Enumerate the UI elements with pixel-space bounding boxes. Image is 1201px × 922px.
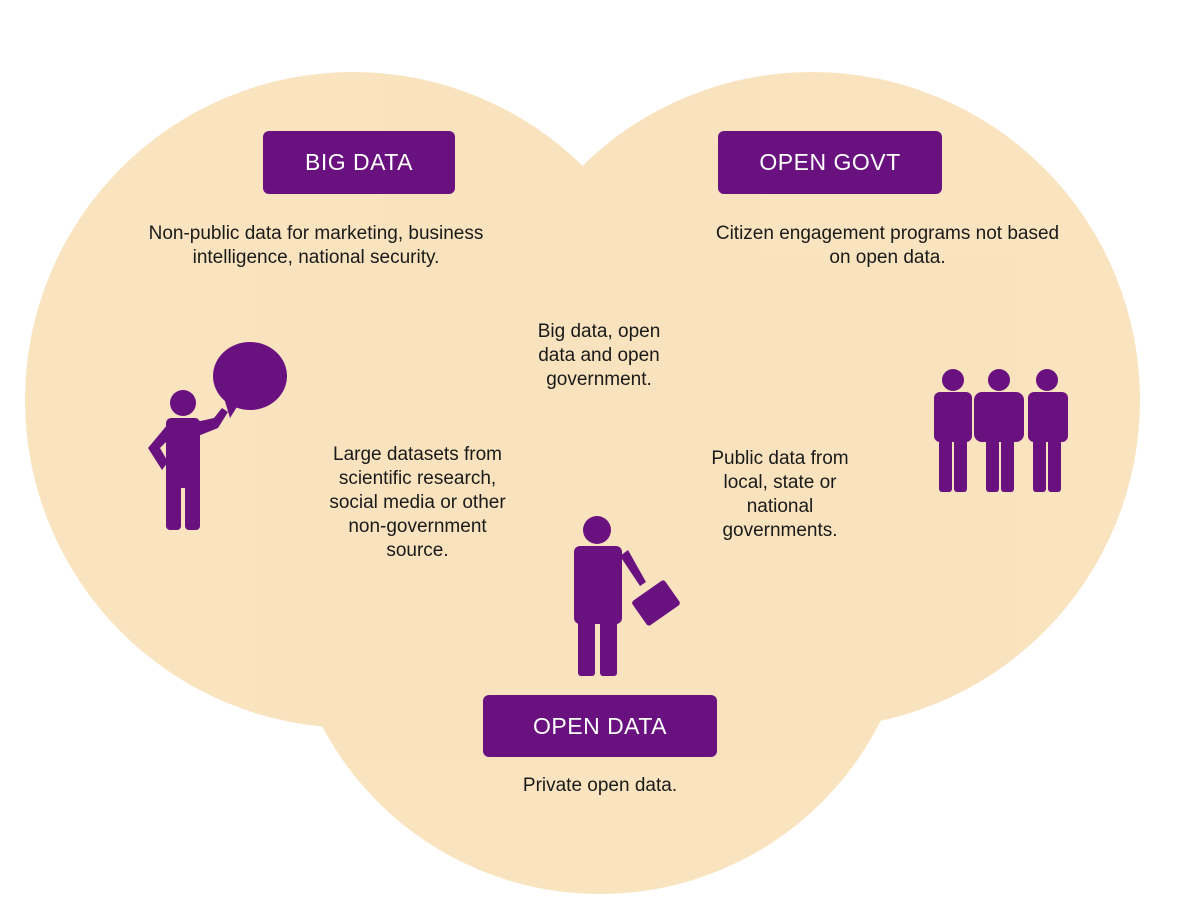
person-speech-bubble-icon xyxy=(148,342,287,530)
open-data-govt-intersection-text: Public data from local, state or nationa… xyxy=(711,448,849,541)
big-open-data-intersection-text: Large datasets from scientific research,… xyxy=(329,444,506,561)
open-data-label: OPEN DATA xyxy=(483,695,717,757)
open-govt-description: Citizen engagement programs not based on… xyxy=(715,223,1060,268)
big-data-description: Non-public data for marketing, business … xyxy=(148,223,484,268)
open-govt-label: OPEN GOVT xyxy=(718,131,942,194)
businessman-briefcase-icon xyxy=(574,516,680,676)
big-data-label: BIG DATA xyxy=(263,131,455,194)
open-data-description: Private open data. xyxy=(522,775,678,796)
center-intersection-text: Big data, open data and open government. xyxy=(537,321,661,390)
three-people-icon xyxy=(934,369,1068,492)
